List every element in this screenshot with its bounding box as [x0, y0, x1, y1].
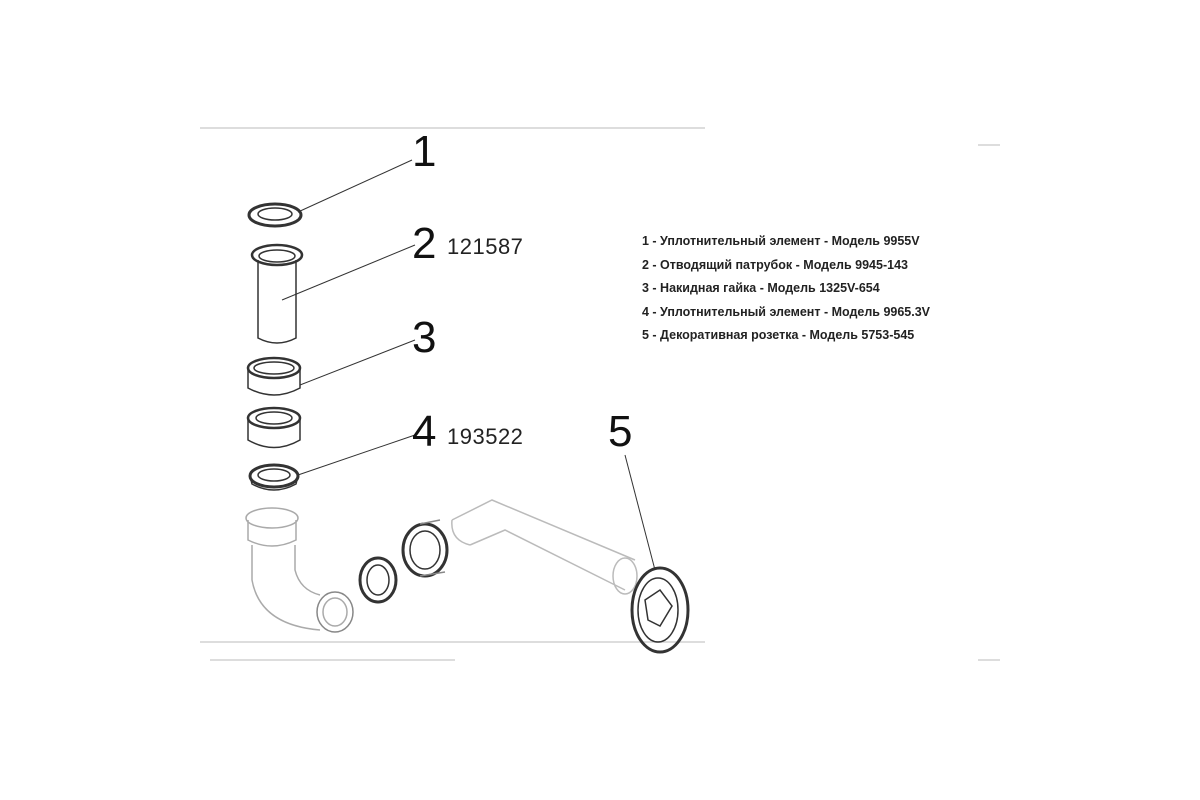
part-2-outlet-pipe	[250, 243, 416, 344]
frame-lines	[200, 127, 1000, 661]
parts-legend: 1 - Уплотнительный элемент - Модель 9955…	[642, 234, 930, 352]
legend-item-4: 4 - Уплотнительный элемент - Модель 9965…	[642, 304, 931, 319]
callout-number-4: 4	[412, 407, 437, 456]
connector-rings	[358, 519, 449, 604]
outlet-elbow-pipe	[451, 499, 638, 595]
callout-number-1: 1	[412, 127, 437, 176]
callout-number-5: 5	[608, 407, 633, 456]
legend-item-3: 3 - Накидная гайка - Модель 1325V-654	[642, 281, 880, 295]
part-5-decorative-rosette	[624, 454, 690, 654]
trap-bend	[245, 507, 354, 633]
callout-code-4: 193522	[447, 424, 524, 449]
callout-number-3: 3	[412, 313, 437, 362]
legend-item-5: 5 - Декоративная розетка - Модель 5753-5…	[642, 328, 915, 342]
part-1-seal-ring	[247, 159, 413, 228]
part-4-seal-ring	[248, 434, 416, 491]
part-3-union-nut	[246, 339, 416, 396]
union-nut-lower	[246, 406, 302, 449]
legend-item-1: 1 - Уплотнительный элемент - Модель 9955…	[642, 234, 920, 248]
legend-item-2: 2 - Отводящий патрубок - Модель 9945-143	[642, 257, 908, 272]
callout-code-2: 121587	[447, 234, 524, 259]
callout-number-2: 2	[412, 219, 437, 268]
